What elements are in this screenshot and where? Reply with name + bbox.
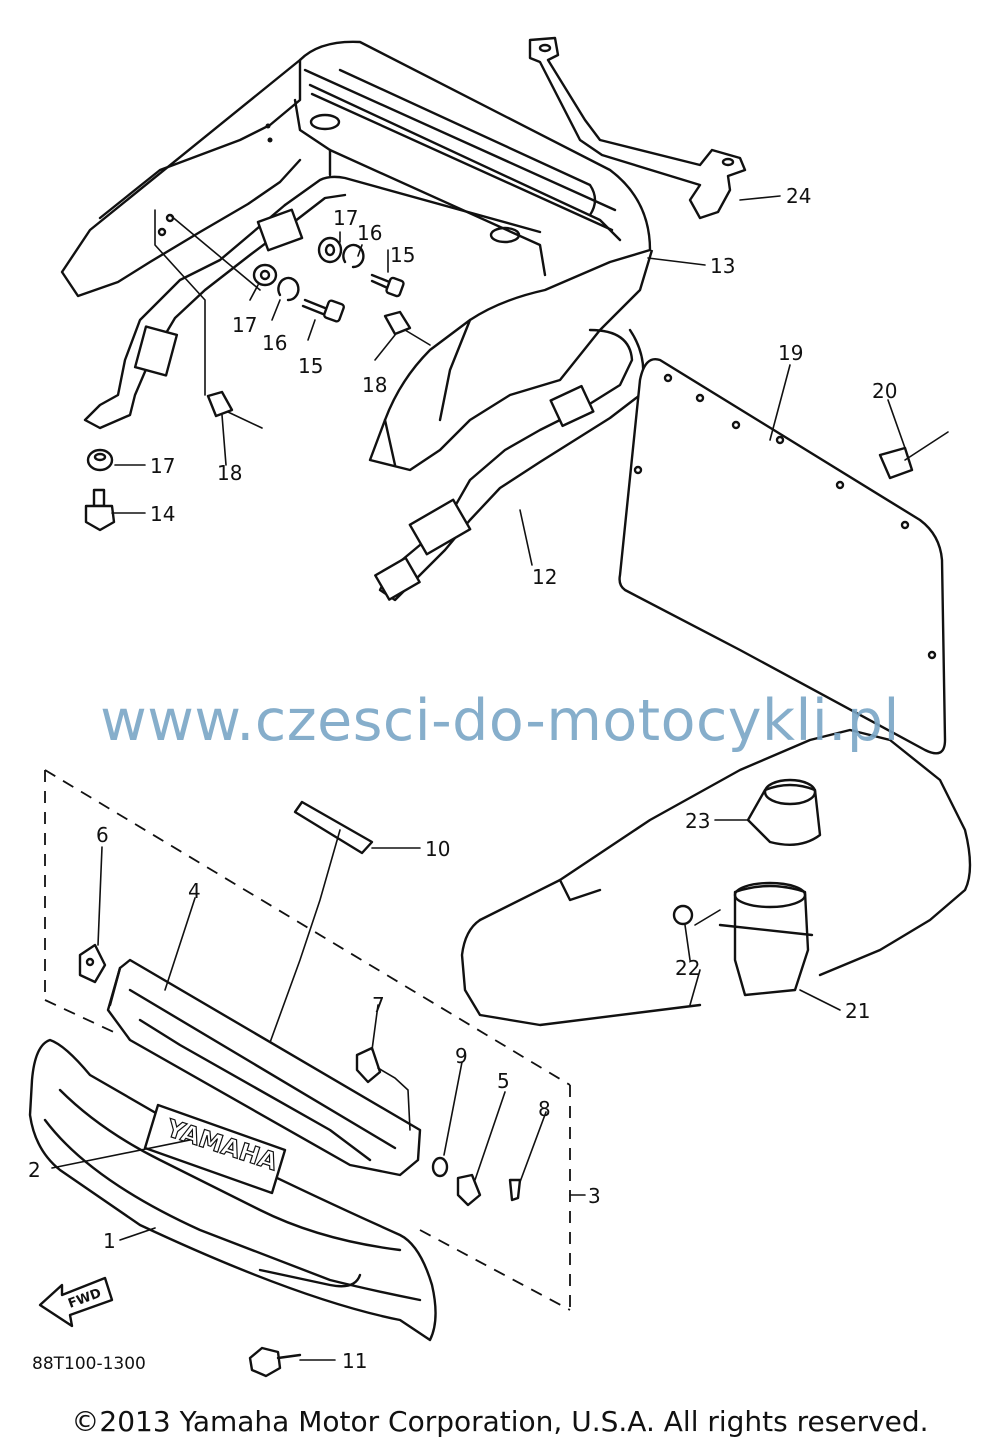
callout-17c: 17 [150,454,175,478]
part-1-outer-lid [28,1038,437,1342]
clip-18b [206,390,263,429]
tank-body [460,728,972,1027]
callout-labels: 1 2 3 4 5 6 7 8 9 10 11 12 13 14 15 15 1… [28,184,897,1373]
callout-23: 23 [685,809,710,833]
callout-24: 24 [786,184,811,208]
callout-17a: 17 [333,206,358,230]
fwd-arrow: FWD [38,1276,114,1328]
callout-18b: 18 [217,461,242,485]
callout-10: 10 [425,837,450,861]
part-11-bolt [248,1346,302,1378]
callout-19: 19 [778,341,803,365]
callout-1: 1 [103,1229,116,1253]
callout-16a: 16 [357,221,382,245]
hardware-group [84,209,431,532]
callout-18a: 18 [362,373,387,397]
callout-9: 9 [455,1044,468,1068]
callout-4: 4 [188,879,201,903]
callout-11: 11 [342,1349,367,1373]
callout-15a: 15 [390,243,415,267]
bolt-15b [301,298,345,323]
part-19-panel [618,358,947,755]
callout-20: 20 [872,379,897,403]
callout-15b: 15 [298,354,323,378]
callout-5: 5 [497,1069,510,1093]
callout-21: 21 [845,999,870,1023]
part-24-stay [528,36,747,220]
callout-14: 14 [150,502,175,526]
callout-12: 12 [532,565,557,589]
diagram-code: 88T100-1300 [32,1354,146,1374]
part-10-strip [259,800,374,1071]
callout-8: 8 [538,1097,551,1121]
nut-14 [84,488,116,532]
copyright-notice: ©2013 Yamaha Motor Corporation, U.S.A. A… [71,1405,929,1438]
callout-6: 6 [96,823,109,847]
callout-17b: 17 [232,313,257,337]
callout-22: 22 [675,956,700,980]
parts-5-8-9 [431,1156,522,1207]
watermark: www.czesci-do-motocykli.pl [100,688,900,754]
bolt-15a [370,273,405,298]
leader-lines [51,195,906,1361]
part-20-rivet [878,431,949,480]
callout-2: 2 [28,1158,41,1182]
callout-13: 13 [710,254,735,278]
assembly-3-box [44,769,571,1311]
clip-18a [383,310,431,346]
part-7-latch [355,1046,411,1131]
callout-3: 3 [588,1184,601,1208]
callout-7: 7 [372,993,385,1017]
part-6-hinge [78,943,107,984]
part-4-inner-lid [106,958,422,1177]
callout-16b: 16 [262,331,287,355]
part-13-upper-frame [60,40,654,472]
part-12-rail [83,175,645,602]
